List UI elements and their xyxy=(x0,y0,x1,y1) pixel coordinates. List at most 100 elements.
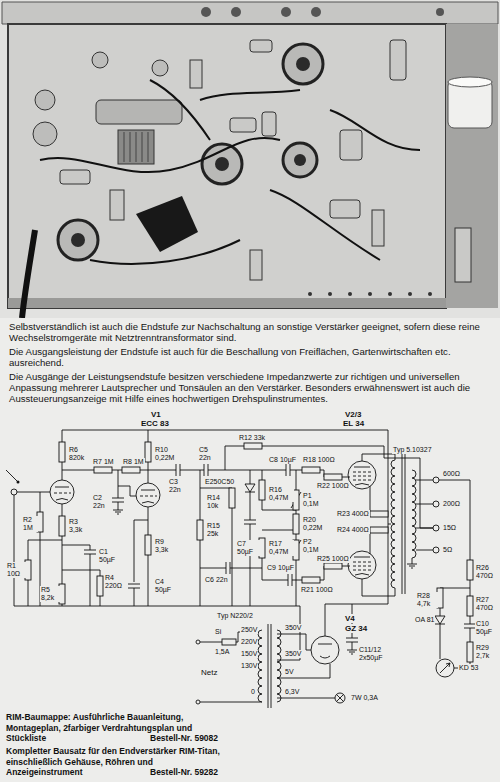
chassis-photo-part-part xyxy=(92,52,108,68)
chassis-photo-part-part xyxy=(281,7,291,17)
schematic-symbols-part xyxy=(293,514,299,534)
chassis-photo-part-part xyxy=(408,292,412,296)
part-label: R9 3,3k xyxy=(154,538,178,554)
body-paragraph: Die Ausgangsleistung der Endstufe ist au… xyxy=(9,346,491,368)
schematic-symbols-part xyxy=(204,464,208,476)
part-label: KD 53 xyxy=(458,664,479,672)
chassis-photo-part xyxy=(60,40,471,282)
chassis-photo-part xyxy=(201,7,444,17)
order-note: Bestell-Nr. 59282 xyxy=(150,767,218,778)
chassis-photo-part-part xyxy=(110,190,124,220)
chassis-photo-part-part xyxy=(201,7,211,17)
schematic-symbols-part xyxy=(245,484,255,492)
schematic-symbols-part xyxy=(145,535,151,555)
part-label: R29 2,7k xyxy=(475,644,497,660)
schematic-symbols-part xyxy=(370,511,388,517)
part-label: R14 10k xyxy=(206,494,226,510)
part-label: R25 100Ω xyxy=(316,555,350,563)
part-label: C10 50µF xyxy=(475,620,497,636)
schematic-symbols-part xyxy=(244,443,262,449)
body-paragraph: Die Ausgänge der Leistungsendstufe besit… xyxy=(9,371,491,404)
wires xyxy=(6,430,470,708)
part-label: P1 0,1M xyxy=(302,492,328,508)
part-label: R17 0,47M xyxy=(268,540,294,556)
part-label: C8 10µF xyxy=(268,456,297,464)
schematic-symbols-part xyxy=(348,551,376,579)
schematic-symbols-part xyxy=(128,584,140,588)
schematic-symbols-part xyxy=(59,516,65,536)
chassis-photo-part-part xyxy=(328,292,332,296)
part-label: Typ 5.10327 xyxy=(392,446,433,454)
schematic-symbols-part xyxy=(59,442,65,462)
chassis-photo-part xyxy=(8,298,446,308)
chassis-photo-part xyxy=(446,24,498,308)
schematic-symbols-part xyxy=(335,693,345,703)
text-column: Selbstverständlich ist auch die Endstufe… xyxy=(9,321,491,407)
chassis-photo-part-part xyxy=(60,170,90,184)
schematic-symbols-part xyxy=(311,636,339,664)
part-label: C11/12 2x50µF xyxy=(358,646,392,662)
schematic-symbols-part xyxy=(467,596,473,616)
schematic-symbols-part xyxy=(324,563,342,569)
part-label: 220V xyxy=(240,638,258,646)
schematic-symbols-part xyxy=(337,695,344,702)
part-label: R23 400Ω xyxy=(336,510,370,518)
schematic-symbols-part xyxy=(433,501,439,507)
chassis-photo-part-part xyxy=(152,60,168,76)
chassis-photo-part-part xyxy=(388,292,392,296)
schematic-symbols-part xyxy=(112,498,124,502)
chassis-photo-part-part xyxy=(348,292,352,296)
part-label: 1,5A xyxy=(214,648,230,656)
chassis-photo-part xyxy=(40,80,420,264)
part-label: C4 50µF xyxy=(154,578,180,594)
part-label: 7W 0,3A xyxy=(350,694,379,702)
part-label: P2 0,1M xyxy=(302,538,328,554)
schematic-symbols xyxy=(11,442,476,704)
part-label: 600Ω xyxy=(442,470,461,478)
part-label: C5 22n xyxy=(198,446,222,462)
chassis-photo-part xyxy=(96,100,182,124)
chassis-photo-part-part xyxy=(262,112,276,136)
part-label: C2 22n xyxy=(92,494,112,510)
schematic-symbols-part xyxy=(436,659,454,677)
schematic-symbols-part xyxy=(467,642,473,662)
chassis-photo-part-part xyxy=(33,122,57,146)
part-label: R28 4,7k xyxy=(416,592,438,608)
schematic-symbols-part xyxy=(196,700,200,704)
part-label: 200Ω xyxy=(442,500,461,508)
chassis-photo-part xyxy=(2,2,498,24)
chassis-photo-part-part xyxy=(330,110,420,150)
chassis-photo-part-part xyxy=(390,40,406,80)
part-label: R15 25k xyxy=(206,522,226,538)
chassis-photo-part-part xyxy=(40,138,280,172)
chassis-photo-part-part xyxy=(250,250,262,280)
part-label: R20 0,22M xyxy=(302,516,330,532)
schematic-symbols-part xyxy=(435,616,445,624)
schematic-symbols-part xyxy=(226,562,230,574)
schematic-symbols-part xyxy=(50,480,74,504)
schematic-symbols-part xyxy=(259,480,265,500)
schematic-symbols-part xyxy=(302,577,320,583)
part-label: R27 470Ω xyxy=(475,596,497,612)
part-label: R16 0,47M xyxy=(268,486,294,502)
chassis-photo-part-part xyxy=(190,60,202,88)
wires-part xyxy=(6,430,470,708)
chassis-photo-part-part xyxy=(428,292,432,296)
part-label: R2 1M xyxy=(22,516,38,532)
chassis-photo-part-part xyxy=(250,40,272,52)
part-label: R12 33k xyxy=(238,434,266,442)
chassis-photo-part xyxy=(448,77,492,87)
part-label: R21 100Ω xyxy=(300,586,334,594)
part-label: 350V xyxy=(284,624,302,632)
chassis-photo-part-part xyxy=(270,190,380,260)
schematic-symbols-part xyxy=(17,481,20,484)
schematic-symbols-part xyxy=(433,547,439,553)
part-label: R8 1M xyxy=(122,458,145,466)
part-label: 15Ω xyxy=(442,524,457,532)
part-label: 130V xyxy=(240,662,258,670)
wires-part xyxy=(258,630,262,702)
chassis-photo-part-part xyxy=(294,154,306,166)
chassis-photo-part-part xyxy=(436,8,444,16)
schematic-symbols-part xyxy=(222,639,236,645)
chassis-photo-part xyxy=(0,0,500,318)
